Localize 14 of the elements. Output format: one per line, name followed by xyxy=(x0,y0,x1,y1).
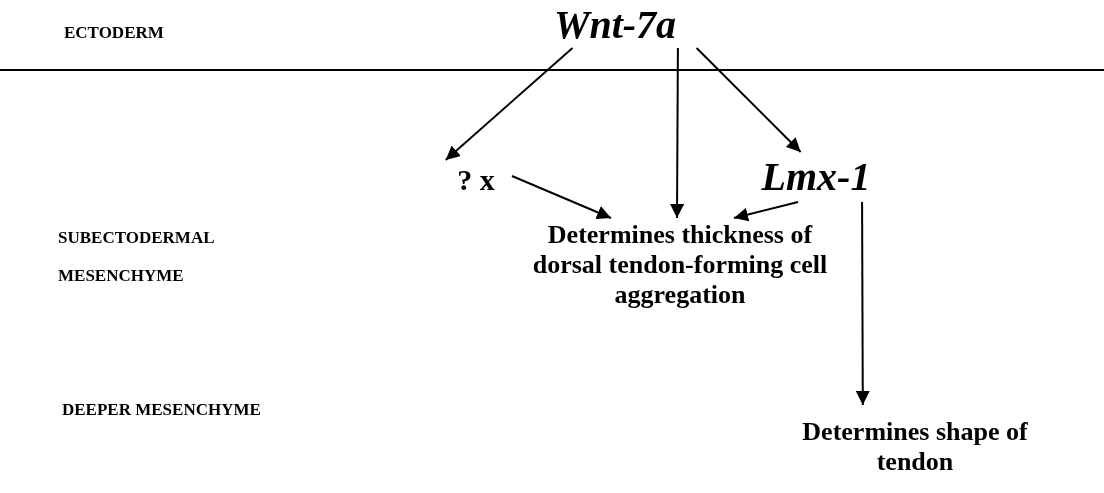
arrow xyxy=(444,47,574,161)
gene-name: Lmx-1 xyxy=(752,152,880,202)
process-text: ? x xyxy=(440,160,512,200)
process-text: Determines shape of tendon xyxy=(770,405,1060,489)
layer-label: DEEPER MESENCHYME xyxy=(62,399,262,421)
arrow xyxy=(695,47,802,153)
gene-name: Wnt-7a xyxy=(530,2,700,48)
arrow xyxy=(511,175,612,219)
arrow xyxy=(733,201,800,222)
layer-label: SUBECTODERMAL MESENCHYME xyxy=(58,227,215,287)
arrow xyxy=(855,201,870,406)
arrow xyxy=(670,47,685,219)
process-text: Determines thickness of dorsal tendon-forming cell aggregation xyxy=(530,218,830,312)
layer-label: ECTODERM xyxy=(64,22,165,44)
